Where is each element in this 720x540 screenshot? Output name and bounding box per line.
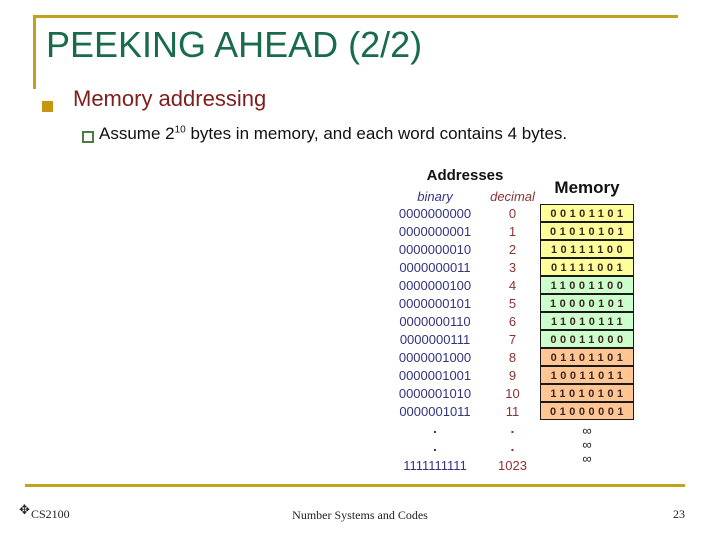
footer-divider <box>25 484 685 487</box>
decimal-address: 9 <box>508 367 517 383</box>
slide-title: PEEKING AHEAD (2/2) <box>46 24 423 65</box>
table-row: 0000001000 8 01101101 <box>385 348 634 366</box>
binary-address: 0000001010 <box>398 385 472 401</box>
table-row: 0000000010 2 10111100 <box>385 240 634 258</box>
binary-address: 0000000101 <box>398 295 472 311</box>
sub-bullet-text-post: bytes in memory, and each word contains … <box>185 124 568 143</box>
binary-address: 0000001000 <box>398 349 472 365</box>
table-row: 0000001011 11 01000001 <box>385 402 634 420</box>
binary-address: 0000001011 <box>399 403 471 419</box>
binary-address: 0000000110 <box>399 313 471 329</box>
decimal-address: 3 <box>508 259 517 275</box>
memory-word-cell: 01010101 <box>540 222 634 240</box>
footer-lecture-title: Number Systems and Codes <box>292 508 428 522</box>
title-underline <box>33 15 678 18</box>
footer-page-number: 23 <box>673 507 685 521</box>
decimal-address: 6 <box>508 313 517 329</box>
addresses-column-header: Addresses <box>426 167 504 184</box>
memory-column-header: Memory <box>554 178 620 197</box>
memory-word-cell: 10011011 <box>540 366 634 384</box>
exponent-10: 10 <box>174 124 186 136</box>
memory-word-cell: 01111001 <box>540 258 634 276</box>
bullet-memory-addressing: Memory addressing <box>73 86 267 111</box>
table-row: 0000001010 10 11010101 <box>385 384 634 402</box>
binary-ellipsis-dot: . <box>433 438 437 454</box>
binary-address: 0000000100 <box>398 277 472 293</box>
binary-subheader: binary <box>417 189 453 204</box>
memory-ellipsis-symbols: ∞∞∞ <box>540 424 634 466</box>
memory-ellipsis-symbol: ∞ <box>582 437 592 452</box>
sub-bullet-square-icon <box>82 131 94 143</box>
decimal-address: 8 <box>508 349 517 365</box>
table-row: 0000000100 4 11001100 <box>385 276 634 294</box>
memory-word-cell: 00011000 <box>540 330 634 348</box>
table-row: 0000000101 5 10000101 <box>385 294 634 312</box>
sub-bullet-assume: Assume 210 bytes in memory, and each wor… <box>99 124 567 144</box>
memory-word-cell: 11001100 <box>540 276 634 294</box>
compass-star-icon: ✥ <box>19 502 30 517</box>
decimal-address: 2 <box>508 241 517 257</box>
binary-address: 0000000011 <box>399 259 471 275</box>
table-row: 0000000111 7 00011000 <box>385 330 634 348</box>
binary-address: 0000001001 <box>398 367 472 383</box>
sub-bullet-text-pre: Assume 2 <box>99 124 175 143</box>
decimal-address: 5 <box>508 295 517 311</box>
memory-word-cell: 10000101 <box>540 294 634 312</box>
table-row: 0000000001 1 01010101 <box>385 222 634 240</box>
bullet-square-icon <box>42 101 53 112</box>
memory-ellipsis-symbol: ∞ <box>582 423 592 438</box>
last-binary-address: 1111111111 <box>403 458 467 473</box>
table-row: 0000000011 3 01111001 <box>385 258 634 276</box>
decimal-address: 7 <box>508 331 517 347</box>
memory-word-cell: 11010101 <box>540 384 634 402</box>
memory-word-cell: 10111100 <box>540 240 634 258</box>
decimal-address: 10 <box>505 385 520 401</box>
title-side-bar <box>33 15 36 89</box>
binary-address: 0000000000 <box>398 205 472 221</box>
memory-word-cell: 01000001 <box>540 402 634 420</box>
last-decimal-address: 1023 <box>498 458 527 473</box>
decimal-subheader: decimal <box>490 189 535 204</box>
decimal-ellipsis-dot: . <box>510 420 515 436</box>
table-row: 0000000110 6 11010111 <box>385 312 634 330</box>
memory-word-cell: 00101101 <box>540 204 634 222</box>
memory-ellipsis-symbol: ∞ <box>582 451 592 466</box>
decimal-address: 11 <box>505 403 520 419</box>
decimal-ellipsis-dot: . <box>510 438 515 454</box>
memory-word-cell: 11010111 <box>540 312 634 330</box>
memory-word-cell: 01101101 <box>540 348 634 366</box>
decimal-address: 4 <box>508 277 517 293</box>
binary-address: 0000000010 <box>398 241 472 257</box>
binary-address: 0000000001 <box>398 223 472 239</box>
decimal-address: 1 <box>508 223 517 239</box>
table-row: 0000001001 9 10011011 <box>385 366 634 384</box>
decimal-address: 0 <box>508 205 517 221</box>
binary-ellipsis-dot: . <box>433 420 437 436</box>
binary-address: 0000000111 <box>399 331 471 347</box>
footer-course-code: CS2100 <box>31 507 70 521</box>
